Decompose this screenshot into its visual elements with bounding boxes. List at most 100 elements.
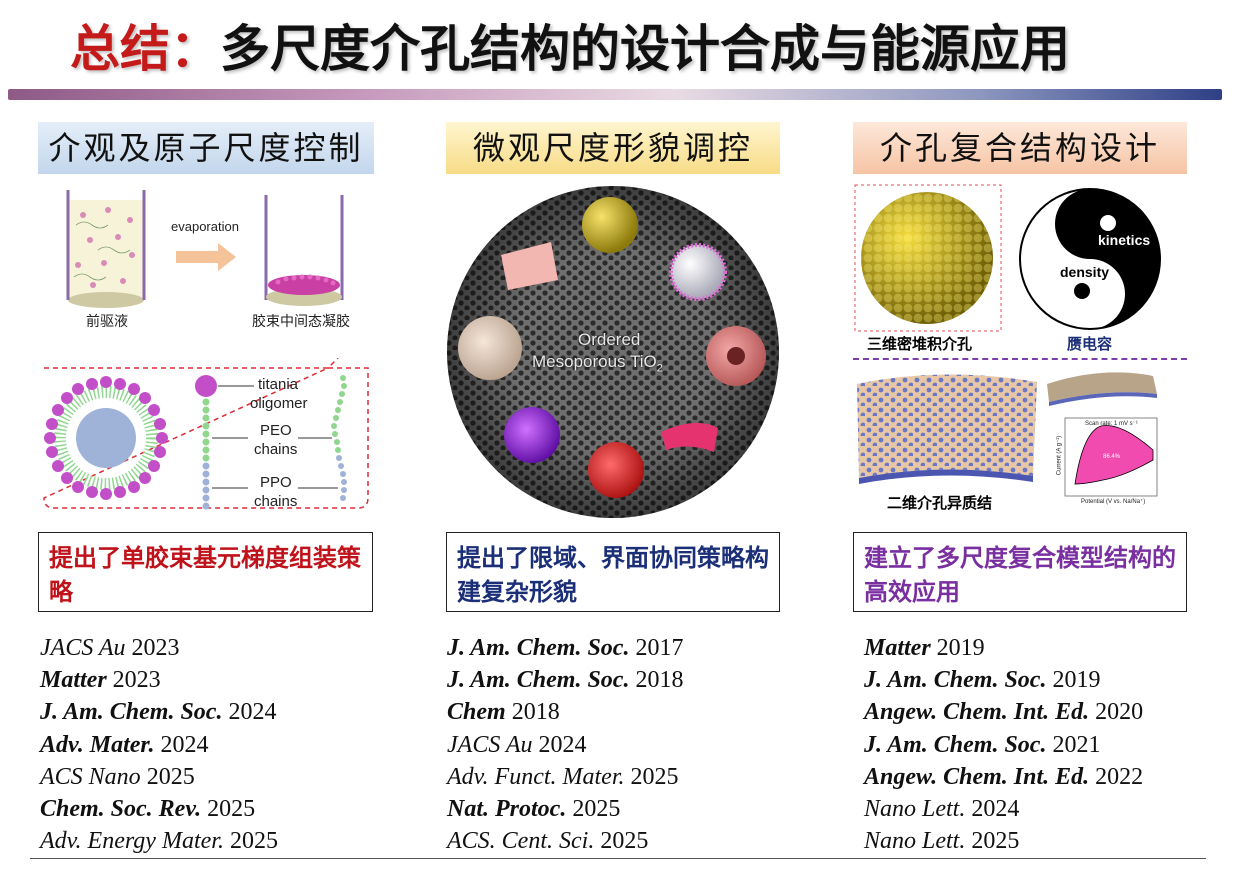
journal-name: Adv. Energy Mater. — [40, 828, 224, 855]
reference-item: Angew. Chem. Int. Ed. 2022 — [864, 761, 1143, 793]
center-label-subscript: 2 — [656, 362, 663, 375]
reference-item: J. Am. Chem. Soc. 2021 — [864, 729, 1143, 761]
reference-item: Matter 2023 — [40, 664, 278, 696]
reference-item: Adv. Mater. 2024 — [40, 729, 278, 761]
summary-box-assembly: 提出了单胶束基元梯度组装策略 — [38, 532, 373, 612]
journal-name: JACS Au — [40, 635, 126, 661]
reference-item: Matter 2019 — [864, 632, 1143, 664]
publication-year: 2020 — [1089, 699, 1144, 726]
dashed-separator — [853, 358, 1187, 360]
reference-item: ACS. Cent. Sci. 2025 — [447, 825, 683, 857]
reference-item: Nano Lett. 2024 — [864, 793, 1143, 825]
publication-year: 2023 — [106, 667, 161, 694]
capacity-percent: 86.4% — [1103, 454, 1121, 460]
publication-year: 2018 — [629, 667, 684, 694]
reference-item: Nat. Protoc. 2025 — [447, 793, 683, 825]
micelle-detail-illustration: titania oligomer PEO chains PPO chains — [38, 358, 374, 518]
publication-year: 2025 — [594, 828, 649, 855]
reference-item: J. Am. Chem. Soc. 2024 — [40, 696, 278, 728]
title-prefix: 总结： — [70, 20, 220, 78]
reference-item: Adv. Funct. Mater. 2025 — [447, 761, 683, 793]
publication-year: 2025 — [566, 796, 621, 823]
journal-name: J. Am. Chem. Soc. — [864, 667, 1047, 694]
composite-illustration-bottom: Scan rate: 1 mV s⁻¹ 86.4% Potential (V v… — [853, 366, 1187, 516]
peo-chains-label: chains — [254, 441, 298, 458]
journal-name: J. Am. Chem. Soc. — [864, 731, 1047, 758]
evaporation-illustration: evaporation 前驱液 胶束中间态凝胶 — [38, 185, 374, 335]
composite-illustration-top: kinetics density 三维密堆积介孔 赝电容 — [853, 183, 1187, 362]
publication-year: 2024 — [222, 699, 277, 726]
publication-year: 2024 — [154, 731, 209, 758]
publication-year: 2024 — [532, 731, 587, 758]
journal-name: ACS. Cent. Sci. — [447, 828, 595, 855]
bottom-rule — [30, 858, 1206, 859]
column-header-morphology: 微观尺度形貌调控 — [446, 122, 780, 174]
morphology-illustration: Ordered Mesoporous TiO2 — [446, 180, 780, 520]
journal-name: Nano Lett. — [864, 828, 966, 855]
publication-year: 2025 — [201, 796, 256, 823]
journal-name: J. Am. Chem. Soc. — [40, 699, 223, 726]
titania-label: titania — [258, 376, 299, 393]
journal-name: J. Am. Chem. Soc. — [447, 667, 630, 694]
journal-name: Angew. Chem. Int. Ed. — [864, 699, 1090, 726]
journal-name: Chem. Soc. Rev. — [40, 796, 202, 823]
journal-name: ACS Nano — [40, 763, 141, 790]
evaporation-label: evaporation — [171, 219, 239, 234]
stacking-label: 三维密堆积介孔 — [867, 336, 973, 353]
journal-name: Angew. Chem. Int. Ed. — [864, 763, 1090, 790]
journal-name: Nano Lett. — [864, 796, 966, 823]
reference-item: J. Am. Chem. Soc. 2019 — [864, 664, 1143, 696]
column-header-composite: 介孔复合结构设计 — [853, 122, 1187, 174]
reference-item: Nano Lett. 2025 — [864, 825, 1143, 857]
journal-name: Nat. Protoc. — [447, 796, 567, 823]
publication-year: 2022 — [1089, 763, 1144, 790]
publication-year: 2025 — [624, 763, 679, 790]
reference-item: Angew. Chem. Int. Ed. 2020 — [864, 696, 1143, 728]
y-axis-label: Current (A g⁻¹) — [1056, 435, 1063, 476]
journal-name: Matter — [864, 635, 931, 661]
reference-item: J. Am. Chem. Soc. 2018 — [447, 664, 683, 696]
center-label-mesoporous-text: Mesoporous TiO — [532, 352, 657, 371]
title-divider — [8, 89, 1222, 100]
scan-rate-label: Scan rate: 1 mV s⁻¹ — [1085, 421, 1138, 427]
ppo-chains-label: chains — [254, 493, 298, 510]
summary-box-application: 建立了多尺度复合模型结构的高效应用 — [853, 532, 1187, 612]
journal-name: Adv. Funct. Mater. — [447, 763, 625, 790]
reference-item: Adv. Energy Mater. 2025 — [40, 825, 278, 857]
reference-item: J. Am. Chem. Soc. 2017 — [447, 632, 683, 664]
reference-item: JACS Au 2023 — [40, 632, 278, 664]
title-main: 多尺度介孔结构的设计合成与能源应用 — [220, 20, 1070, 78]
publication-year: 2025 — [140, 763, 195, 790]
journal-name: Matter — [40, 667, 107, 694]
publication-year: 2024 — [965, 796, 1020, 823]
publication-year: 2018 — [505, 699, 560, 726]
column-header-mesoscale: 介观及原子尺度控制 — [38, 122, 374, 174]
publication-year: 2025 — [965, 828, 1020, 855]
ppo-label: PPO — [260, 474, 292, 491]
journal-name: J. Am. Chem. Soc. — [447, 635, 630, 661]
publication-year: 2025 — [223, 828, 278, 855]
precursor-label: 前驱液 — [86, 313, 128, 329]
page-title: 总结：多尺度介孔结构的设计合成与能源应用 — [70, 14, 1070, 84]
journal-name: Chem — [447, 699, 506, 726]
publication-year: 2021 — [1046, 731, 1101, 758]
publication-year: 2019 — [1046, 667, 1101, 694]
reference-item: ACS Nano 2025 — [40, 761, 278, 793]
reference-item: JACS Au 2024 — [447, 729, 683, 761]
micelle-gel-label: 胶束中间态凝胶 — [252, 313, 350, 329]
journal-name: Adv. Mater. — [40, 731, 155, 758]
journal-name: JACS Au — [447, 731, 533, 758]
center-label-ordered: Ordered — [578, 330, 641, 349]
pseudocapacitance-label: 赝电容 — [1067, 336, 1113, 353]
center-label-mesoporous: Mesoporous TiO2 — [532, 352, 663, 374]
publication-year: 2017 — [629, 635, 684, 661]
x-axis-label: Potential (V vs. Na/Na⁺) — [1081, 499, 1146, 505]
reference-item: Chem 2018 — [447, 696, 683, 728]
kinetics-label: kinetics — [1098, 232, 1151, 248]
peo-label: PEO — [260, 422, 292, 439]
reference-item: Chem. Soc. Rev. 2025 — [40, 793, 278, 825]
publication-year: 2023 — [125, 635, 180, 661]
